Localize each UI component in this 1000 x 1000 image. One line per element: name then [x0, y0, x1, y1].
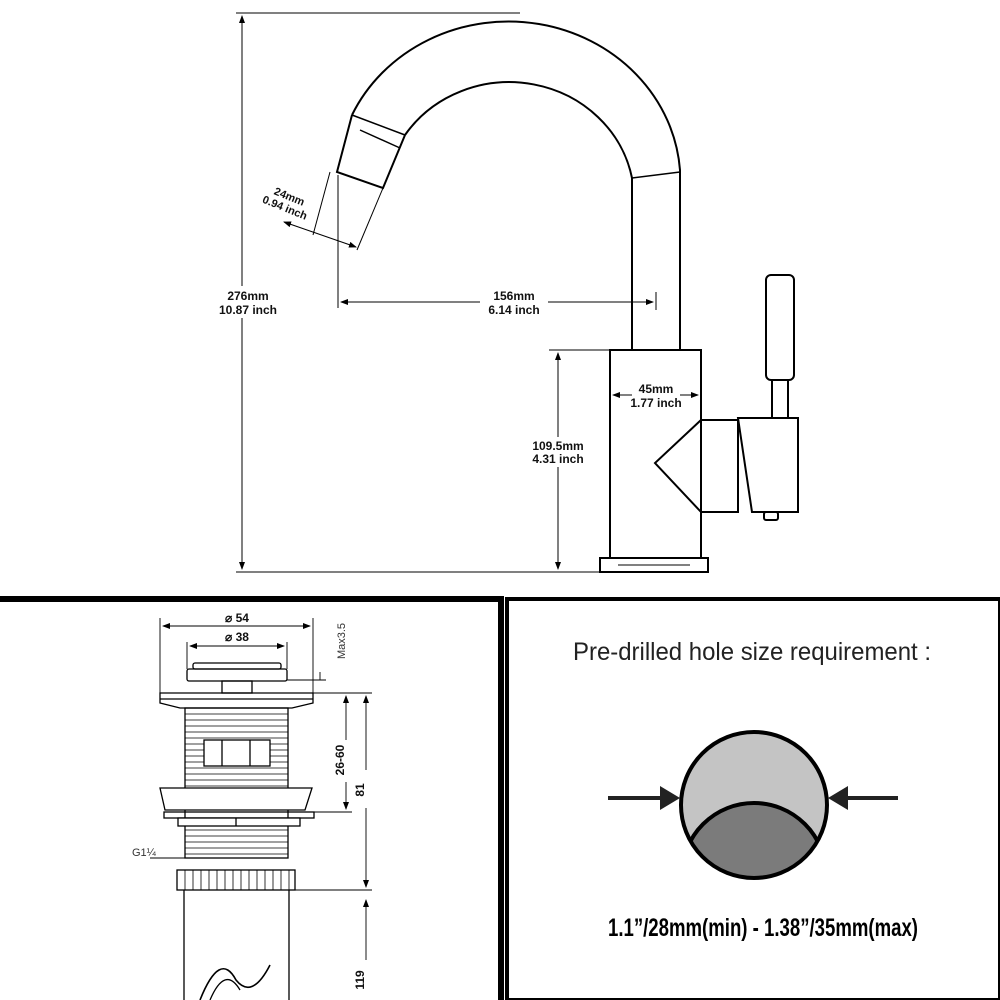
- drain-cap-lift-label: Max3.5: [336, 623, 348, 659]
- drain-knurled-ring: [176, 869, 296, 891]
- drain-threaded-body: [184, 707, 289, 859]
- aerator: [335, 114, 406, 190]
- spout-inner-curve: [404, 81, 633, 350]
- height-mm-label: 276mm: [227, 289, 268, 303]
- lever-base: [736, 417, 799, 513]
- hole-requirement-title: Pre-drilled hole size requirement :: [573, 638, 931, 666]
- hole-size-range: 1.1”/28mm(min) - 1.38”/35mm(max): [608, 914, 918, 942]
- hole-left-arrow: [608, 786, 680, 810]
- body-diameter-inch-label: 1.77 inch: [630, 396, 681, 410]
- height-inch-label: 10.87 inch: [219, 303, 277, 317]
- drain-total-length-label: 119: [353, 970, 367, 990]
- body-height-mm-label: 109.5mm: [532, 439, 583, 453]
- drain-cap: [192, 662, 282, 670]
- drain-labels: ⌀ 54 ⌀ 38 Max3.5 26-60 81 119 G1¼: [132, 611, 367, 990]
- faucet-dimensions: [236, 12, 699, 573]
- faucet-base: [599, 557, 709, 573]
- drain-washer: [159, 787, 313, 811]
- valve-housing: [700, 419, 739, 513]
- drain-inner-diameter-label: ⌀ 38: [225, 630, 249, 644]
- body-diameter-mm-label: 45mm: [639, 382, 674, 396]
- faucet-drawing: [335, 20, 799, 573]
- lever-handle: [765, 274, 795, 381]
- lever-stem: [771, 379, 789, 419]
- body-height-inch-label: 4.31 inch: [532, 452, 583, 466]
- hole-size-panel: Pre-drilled hole size requirement : 1.1”…: [573, 638, 931, 942]
- drain-dimensions: [150, 618, 372, 960]
- spout-outer-curve: [351, 20, 681, 350]
- drain-nut: [177, 817, 301, 827]
- drain-thread-range-label: 26-60: [333, 744, 347, 775]
- panel-frames: [0, 596, 1000, 1000]
- drain-outer-diameter-label: ⌀ 54: [225, 611, 249, 625]
- drain-tail-pipe: [183, 890, 290, 1000]
- faucet-labels: 276mm 10.87 inch 156mm 6.14 inch 24mm 0.…: [219, 186, 682, 466]
- reach-inch-label: 6.14 inch: [488, 303, 539, 317]
- drain-thread-spec-label: G1¼: [132, 847, 157, 859]
- drain-drawing: [159, 662, 315, 1000]
- reach-mm-label: 156mm: [493, 289, 534, 303]
- hole-right-arrow: [828, 786, 898, 810]
- drain-body-length-label: 81: [353, 783, 367, 797]
- drain-flange: [159, 692, 314, 709]
